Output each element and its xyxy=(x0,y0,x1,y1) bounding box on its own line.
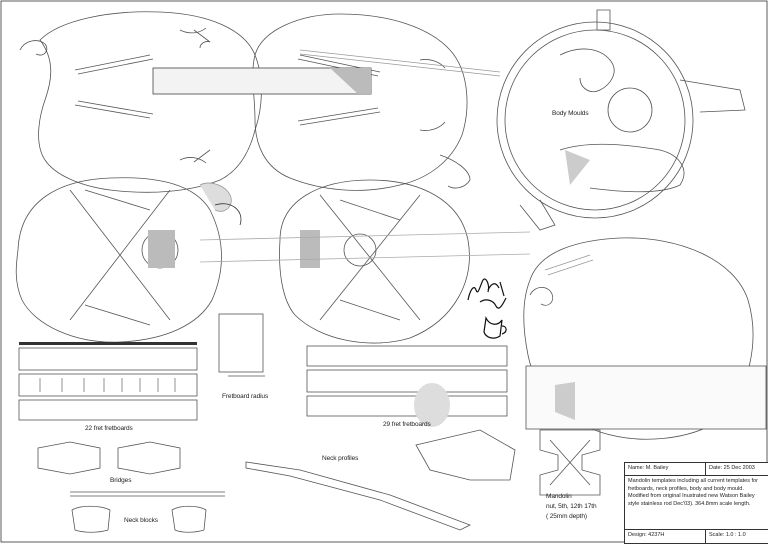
neck-block-templates xyxy=(71,505,207,533)
body-top-template-1 xyxy=(19,11,262,193)
title-block-description: Mandolin templates including all current… xyxy=(628,478,758,507)
fretboard-radius-label: Fretboard radius xyxy=(222,393,269,400)
title-block-date: Date: 25 Dec 2003 xyxy=(705,463,768,475)
mandolin-note-line-1: Mandolin xyxy=(546,493,572,500)
neck-profiles-label: Neck profiles xyxy=(322,455,359,462)
neck-blank xyxy=(152,67,372,95)
cross-template xyxy=(539,429,601,496)
title-block: Name: M. Bailey Date: 25 Dec 2003 Mandol… xyxy=(624,462,768,544)
body-moulds-label: Body Moulds xyxy=(552,110,589,117)
signature-logo xyxy=(467,278,507,339)
bridge-templates xyxy=(37,441,181,475)
body-mould-top xyxy=(496,9,746,231)
body-back-template-2 xyxy=(279,179,470,344)
title-block-design: Design: 4237H xyxy=(628,532,665,538)
fretboards-22 xyxy=(18,342,198,421)
mandolin-note-line-3: ( 25mm depth) xyxy=(546,513,587,520)
title-block-name: Name: M. Bailey xyxy=(628,465,669,471)
title-block-scale: Scale: 1.0 : 1.0 xyxy=(705,530,768,543)
body-mould-bottom xyxy=(523,237,767,440)
frets-22-label: 22 fret fretboards xyxy=(85,425,133,432)
neck-blocks-label: Neck blocks xyxy=(124,517,158,524)
body-back-template-1 xyxy=(15,177,222,343)
neck-profile-template xyxy=(70,429,516,531)
frets-29-label: 29 fret fretboards xyxy=(383,421,431,428)
fretboards-29 xyxy=(306,345,508,427)
mandolin-note-line-2: nut, 5th, 12th 17th xyxy=(546,503,597,510)
fretboard-radius-template xyxy=(218,313,264,373)
body-top-template-2 xyxy=(252,13,501,191)
bridges-label: Bridges xyxy=(110,477,132,484)
